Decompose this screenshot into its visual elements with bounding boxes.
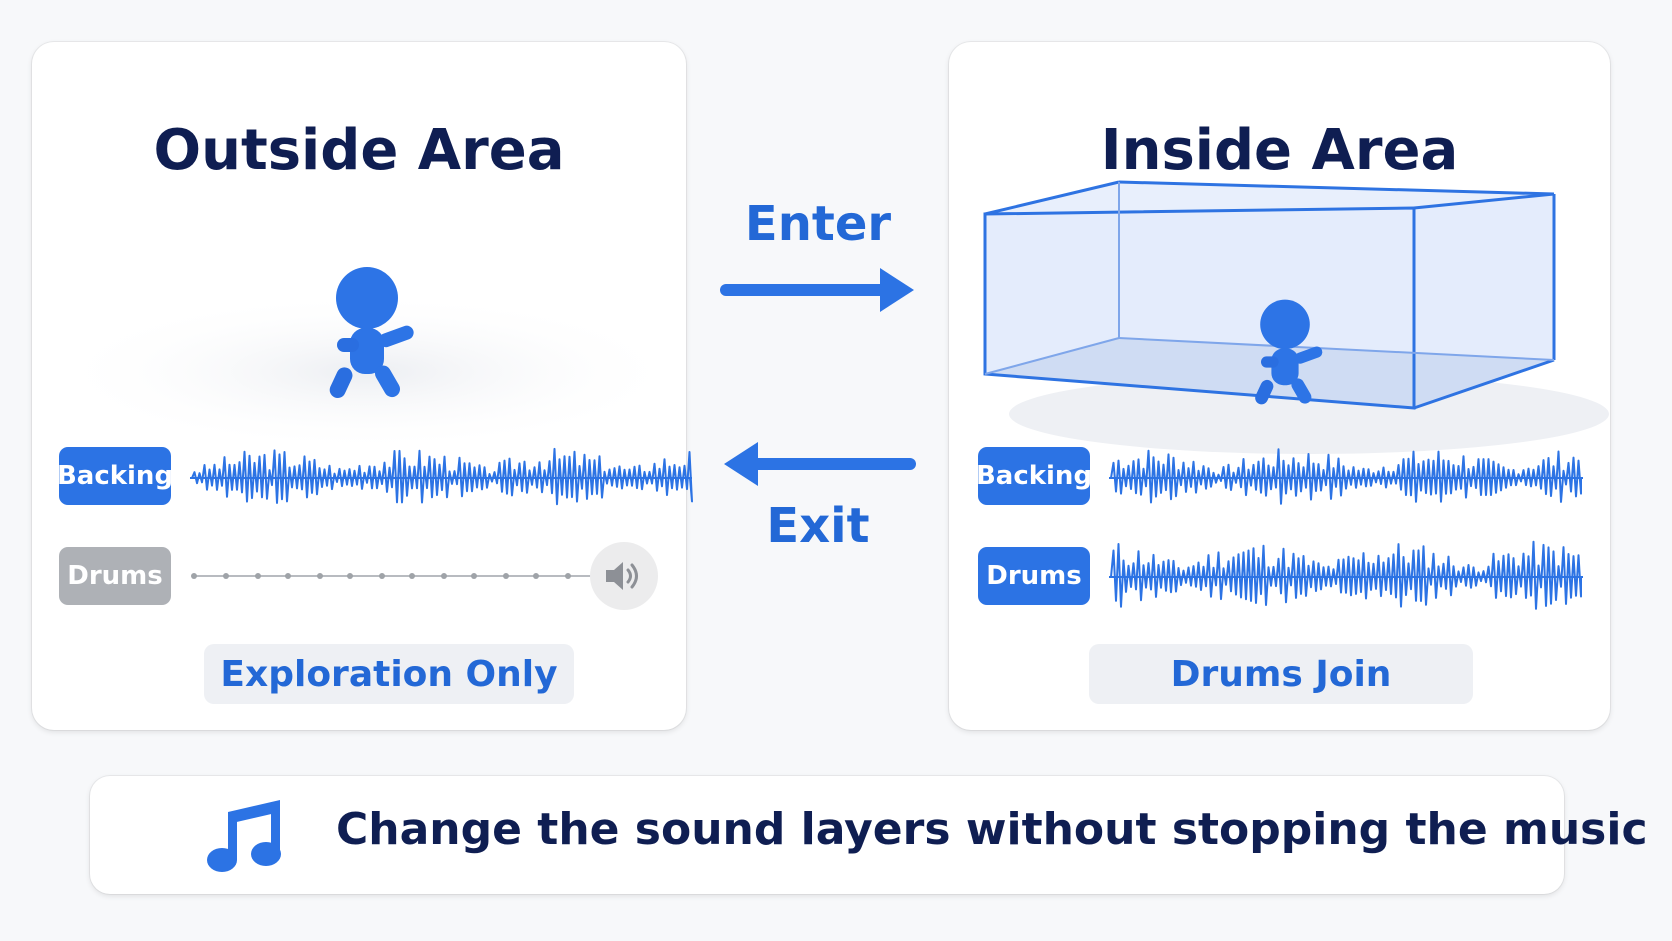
panel-title: Inside Area xyxy=(1100,118,1459,183)
drums-waveform xyxy=(1109,540,1583,610)
enter-arrow-icon xyxy=(720,268,914,312)
track-label-backing: Backing xyxy=(57,447,173,505)
inside-area-panel: Inside Area Backing Drums Drums Join xyxy=(949,42,1610,730)
status-badge: Drums Join xyxy=(1089,644,1473,704)
music-note-icon xyxy=(207,800,281,872)
caption-text: Change the sound layers without stopping… xyxy=(336,804,1648,855)
character-icon xyxy=(329,267,414,398)
track-label-drums: Drums xyxy=(978,547,1090,605)
enter-label: Enter xyxy=(744,196,892,252)
drums-silent-line xyxy=(191,573,604,579)
exit-label: Exit xyxy=(766,498,870,554)
backing-waveform xyxy=(190,447,693,506)
speaker-icon[interactable] xyxy=(590,542,658,610)
character-icon xyxy=(1255,299,1323,405)
inside-scene xyxy=(983,180,1609,454)
track-label-drums: Drums xyxy=(59,547,171,605)
track-label-backing: Backing xyxy=(976,447,1092,505)
area-box-icon xyxy=(983,180,1556,410)
exit-arrow-icon xyxy=(724,442,916,486)
status-badge: Exploration Only xyxy=(204,644,574,704)
caption-bar: Change the sound layers without stopping… xyxy=(90,776,1648,894)
backing-waveform xyxy=(1109,448,1583,505)
panel-title: Outside Area xyxy=(153,118,565,183)
outside-scene xyxy=(47,267,686,442)
outside-area-panel: Outside Area Backing Drums Exploration O… xyxy=(32,42,693,730)
